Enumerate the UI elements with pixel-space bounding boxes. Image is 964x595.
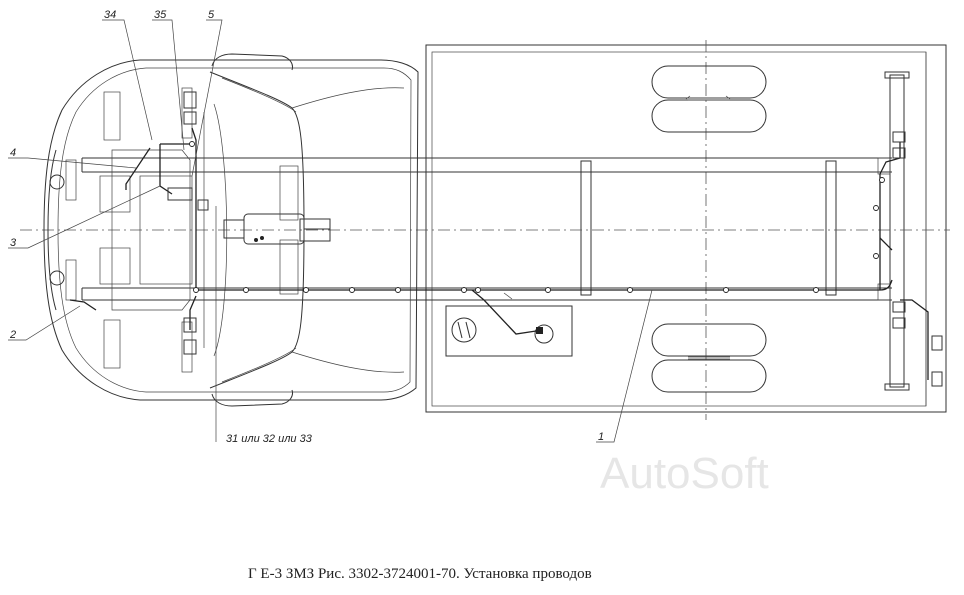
label-34: 34	[104, 9, 116, 21]
fuel-tank	[445, 305, 573, 357]
label-2: 2	[9, 329, 16, 341]
label-1: 1	[598, 431, 604, 443]
watermark: AutoSoft	[600, 449, 769, 498]
label-31-32-33: 31 или 32 или 33	[226, 433, 313, 445]
rear-wheels-top	[651, 65, 767, 133]
label-5: 5	[208, 9, 215, 21]
driveline	[223, 165, 331, 295]
wiring-harness	[69, 91, 943, 387]
label-35: 35	[154, 9, 167, 21]
frame	[81, 71, 910, 391]
rear-wheels-bottom	[651, 323, 767, 393]
callout-labels: 34 35 5 4 3 2 1 31 или 32 или 33	[9, 9, 604, 445]
label-3: 3	[10, 237, 17, 249]
leader-lines	[8, 19, 653, 443]
figure-caption: Г Е-3 ЗМЗ Рис. 3302-3724001-70. Установк…	[248, 566, 592, 582]
label-4: 4	[10, 147, 16, 159]
